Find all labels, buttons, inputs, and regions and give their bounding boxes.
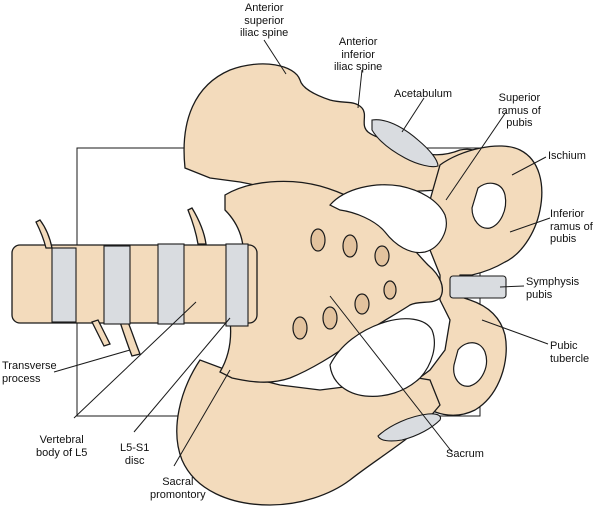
transverse-process-4 bbox=[119, 321, 141, 357]
label-l5-s1-disc: L5-S1 disc bbox=[120, 442, 150, 467]
sacral-foramen-6 bbox=[322, 306, 338, 330]
leader-asis bbox=[263, 39, 287, 75]
leader-sacral-promontory bbox=[173, 369, 231, 467]
label-vertebral-body-of-l5: Vertebral body of L5 bbox=[36, 434, 88, 459]
upper-foramen bbox=[329, 184, 447, 254]
leader-lines bbox=[53, 39, 551, 467]
label-sacrum: Sacrum bbox=[446, 448, 484, 460]
leader-transverse bbox=[53, 349, 131, 373]
leader-pubic-tubercle bbox=[481, 319, 549, 345]
label-acetabulum: Acetabulum bbox=[394, 88, 453, 100]
label-symphysis-pubis: Symphysis pubis bbox=[526, 276, 580, 301]
disc-2 bbox=[103, 245, 131, 325]
sacral-foramen-1 bbox=[310, 228, 326, 252]
label-sacral-promontory: Sacral promontory bbox=[150, 476, 206, 501]
leader-l5s1 bbox=[133, 317, 231, 433]
label-ischium: Ischium bbox=[548, 150, 586, 162]
leader-vertebral-body bbox=[73, 301, 197, 419]
sacral-foramen-2 bbox=[342, 234, 358, 258]
sacral-foramen-4 bbox=[383, 280, 397, 300]
transverse-process-1 bbox=[35, 219, 53, 249]
leader-aiis bbox=[357, 69, 363, 109]
label-inferior-ramus-of-pubis: Inferior ramus of pubis bbox=[550, 208, 593, 245]
acetabulum-lower bbox=[377, 413, 442, 442]
leader-ischium bbox=[511, 156, 547, 176]
acetabulum-upper bbox=[371, 119, 439, 168]
transverse-process-2 bbox=[187, 207, 207, 245]
label-pubic-tubercle: Pubic tubercle bbox=[550, 340, 590, 365]
pubis-hole bbox=[453, 342, 488, 387]
upper-ilium bbox=[183, 63, 483, 199]
label-transverse-process: Transverse process bbox=[2, 360, 57, 385]
label-anterior-inferior-iliac-spine: Anterior inferior iliac spine bbox=[334, 36, 383, 73]
transverse-process-3 bbox=[91, 319, 111, 347]
symphysis-band bbox=[449, 275, 507, 299]
sacral-foramen-5 bbox=[354, 293, 370, 315]
label-anterior-superior-iliac-spine: Anterior superior iliac spine bbox=[240, 2, 289, 39]
leader-acetabulum bbox=[401, 97, 425, 133]
disc-4 bbox=[225, 243, 249, 327]
disc-3 bbox=[157, 243, 185, 325]
lower-foramen bbox=[329, 318, 435, 397]
sacral-foramen-7 bbox=[292, 316, 308, 340]
sacral-foramen-3 bbox=[374, 245, 390, 267]
leader-inferior-ramus bbox=[509, 217, 551, 233]
leader-superior-ramus bbox=[445, 111, 507, 201]
spine-column bbox=[11, 244, 258, 324]
leader-sacrum bbox=[329, 295, 453, 453]
label-superior-ramus-of-pubis: Superior ramus of pubis bbox=[498, 92, 541, 129]
leader-symphysis bbox=[499, 285, 525, 288]
disc-1 bbox=[51, 247, 77, 323]
ischium-hole bbox=[471, 182, 507, 229]
